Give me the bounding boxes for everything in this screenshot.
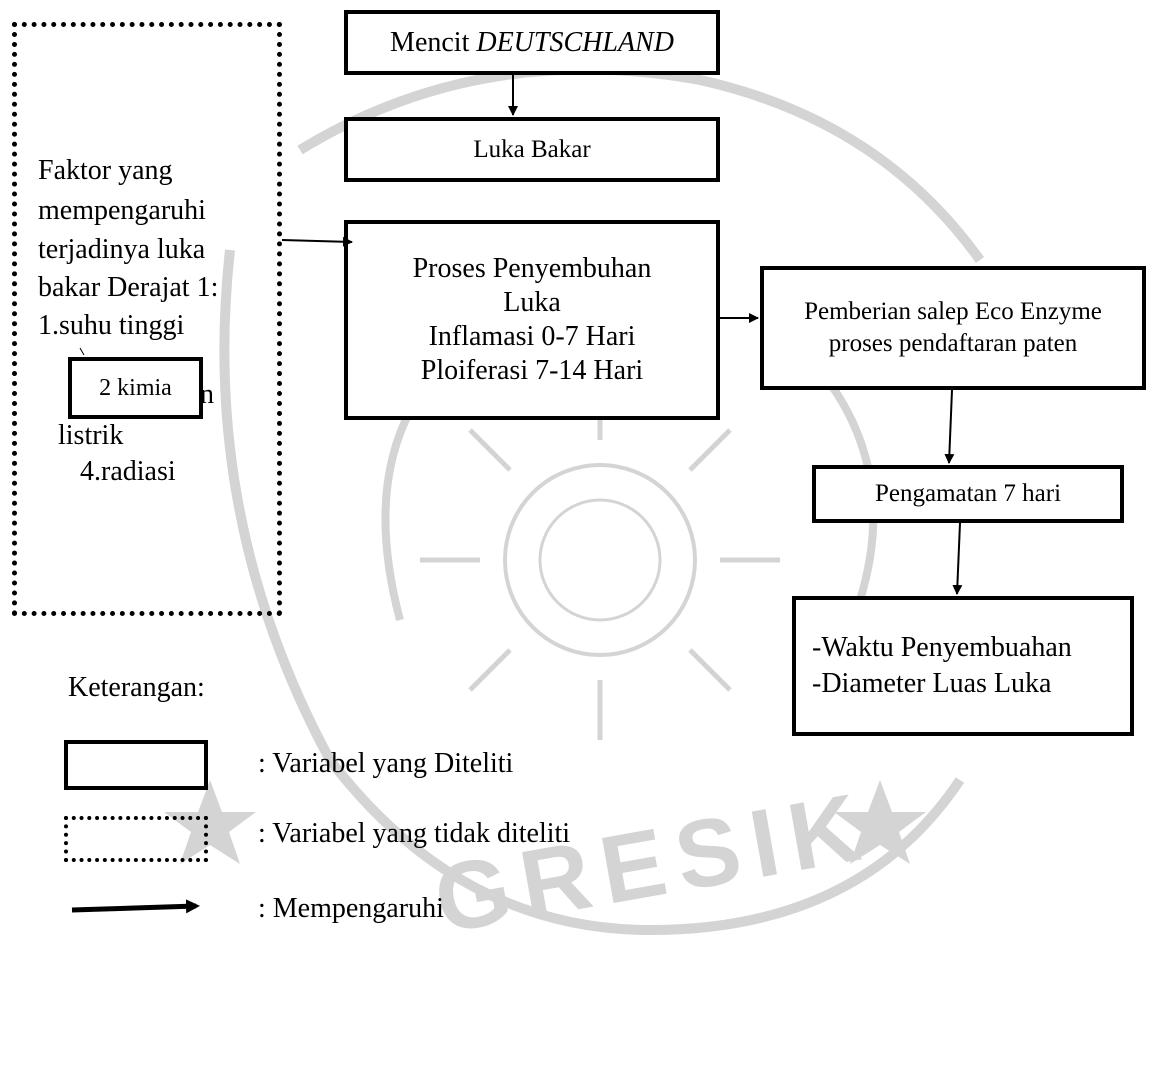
legend-arrow-icon xyxy=(72,906,196,910)
legend-arrow-label: : Mempengaruhi xyxy=(258,893,444,925)
